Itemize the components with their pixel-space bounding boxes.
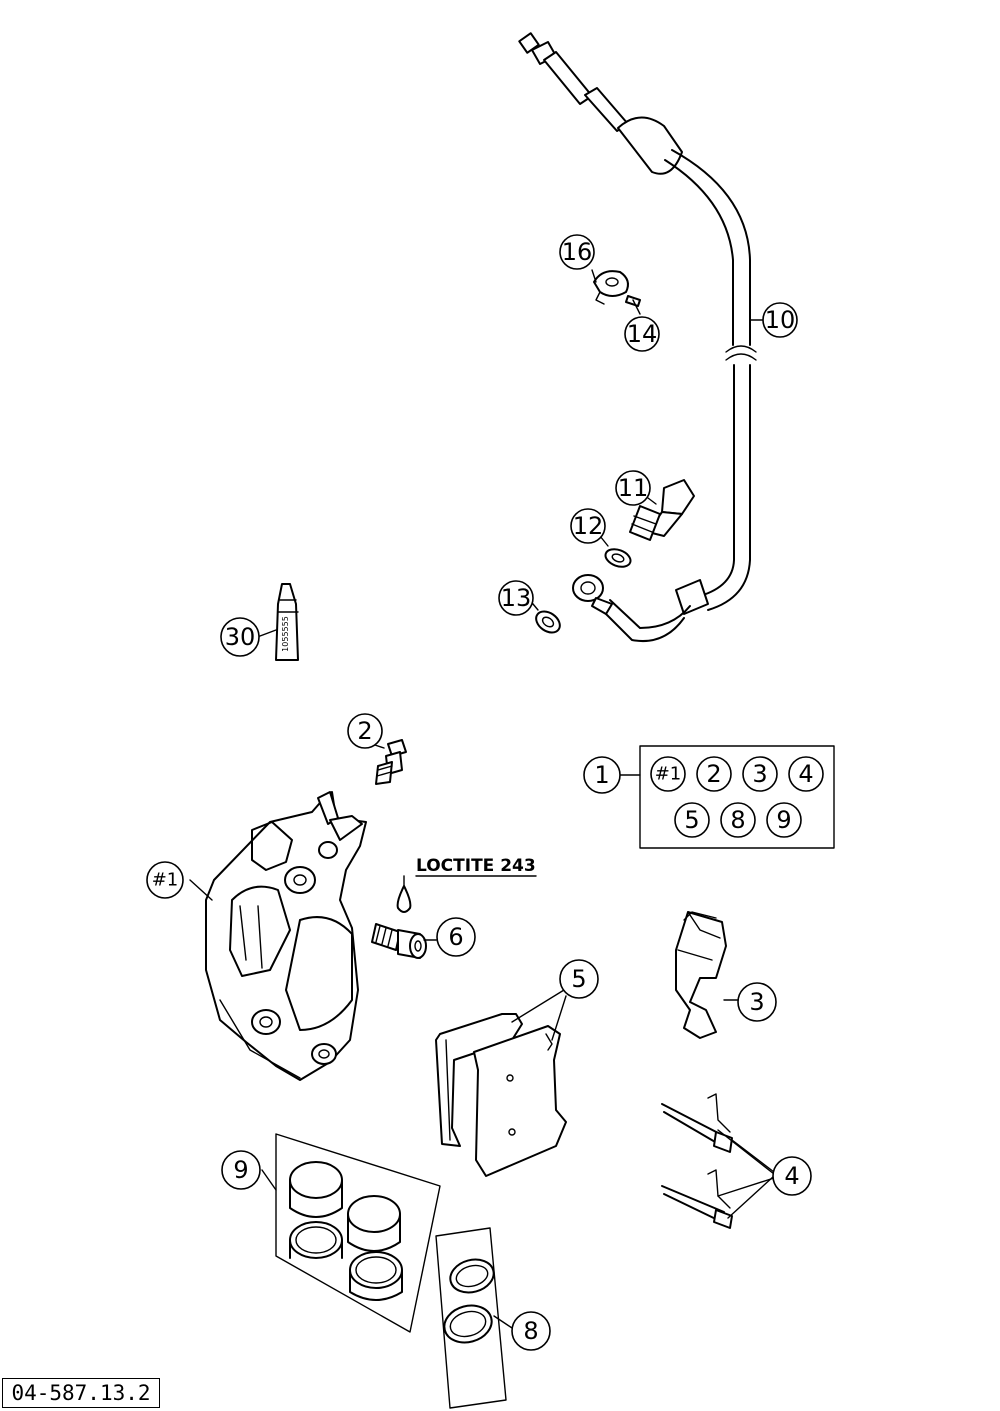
diagram-reference-number: 04-587.13.2 [2,1378,160,1408]
callout-30: 30 [220,617,260,657]
washer-13 [535,610,561,634]
callout-6: 6 [436,917,476,957]
kit-item-2: 2 [696,756,732,792]
banjo-bolt [629,479,695,541]
svg-text:10: 10 [765,306,796,334]
brake-pads [435,1013,567,1177]
pad-pins [661,1093,733,1229]
kit-item-4: 4 [788,756,824,792]
svg-text:#1: #1 [152,870,179,891]
callout-14: 14 [624,316,660,352]
brake-caliper [205,791,367,1081]
svg-text:4: 4 [784,1162,799,1190]
callout-3: 3 [737,982,777,1022]
svg-text:2: 2 [706,760,721,788]
svg-text:8: 8 [523,1317,538,1345]
callout-2: 2 [347,713,383,749]
svg-text:6: 6 [448,923,463,951]
svg-text:8: 8 [730,806,745,834]
svg-text:13: 13 [501,584,532,612]
svg-text:11: 11 [618,474,649,502]
tube-label: 1055555 [281,616,290,652]
svg-text:#1: #1 [655,764,682,785]
svg-text:3: 3 [752,760,767,788]
svg-text:1: 1 [594,761,609,789]
svg-text:16: 16 [562,238,593,266]
brake-line [518,32,757,642]
callout-12: 12 [570,508,606,544]
piston-kit [275,1133,441,1333]
callout-4: 4 [772,1156,812,1196]
svg-text:4: 4 [798,760,813,788]
svg-text:9: 9 [776,806,791,834]
piston [289,1161,343,1259]
hose-clamp [593,270,629,305]
callout-8: 8 [511,1311,551,1351]
loctite-note: LOCTITE 243 [416,856,536,876]
svg-text:2: 2 [357,717,372,745]
svg-text:5: 5 [571,965,586,993]
kit-item-caliper: #1 [650,756,686,792]
kit-item-8: 8 [720,802,756,838]
callout-caliper: #1 [146,861,184,899]
loctite-drop-icon [396,885,412,913]
loctite-tube: 1055555 [275,583,299,661]
kit-item-9: 9 [766,802,802,838]
callout-13: 13 [498,580,534,616]
bleeder-screw [375,739,407,785]
svg-text:5: 5 [684,806,699,834]
svg-text:12: 12 [573,512,604,540]
caliper-bolt [371,923,427,959]
svg-text:9: 9 [233,1156,248,1184]
callout-1: 1 [583,756,621,794]
seal-kit [435,1227,507,1409]
callout-9: 9 [221,1150,261,1190]
pad-spring [675,911,727,1039]
svg-text:30: 30 [225,623,256,651]
washer-12 [604,548,632,568]
callout-16: 16 [559,234,595,270]
callout-11: 11 [615,470,651,506]
callout-5: 5 [559,959,599,999]
svg-text:14: 14 [627,320,658,348]
svg-text:3: 3 [749,988,764,1016]
piston [347,1195,403,1301]
callout-10: 10 [762,302,798,338]
kit-item-5: 5 [674,802,710,838]
kit-contents-box [619,745,835,849]
kit-item-3: 3 [742,756,778,792]
